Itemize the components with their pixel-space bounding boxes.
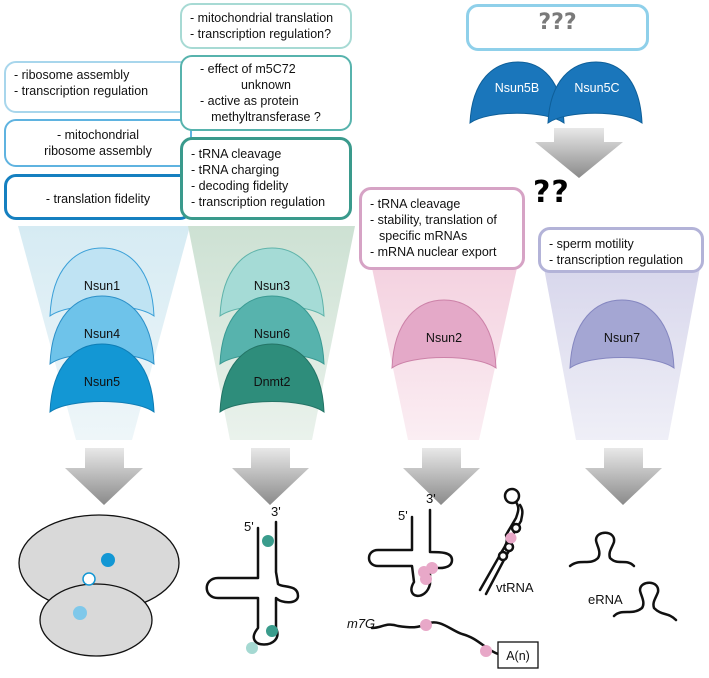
box-line: - stability, translation of: [370, 213, 497, 227]
modification-dot: [420, 619, 432, 631]
enzyme-label: Nsun1: [84, 279, 120, 293]
function-box-m5c72: - effect of m5C72 unknown - active as pr…: [180, 55, 352, 131]
arrow-down-icon: [403, 448, 480, 505]
box-line: - transcription regulation?: [190, 27, 332, 41]
function-box-nsun2: - tRNA cleavage - stability, translation…: [359, 187, 525, 270]
nsun5b-shape: [469, 61, 565, 125]
arrow-down-icon: [65, 448, 143, 505]
function-box-translation-fidelity: - translation fidelity: [4, 174, 192, 220]
enzyme-label: Nsun6: [254, 327, 290, 341]
box-line: - ribosome assembly: [14, 68, 130, 82]
unknown-function-text: ???: [538, 10, 577, 35]
box-line: - transcription regulation: [549, 253, 684, 267]
modification-dot: [73, 606, 87, 620]
trna-3prime-label: 3': [426, 491, 436, 506]
box-line: methyltransferase ?: [211, 110, 321, 124]
box-line: - active as protein: [200, 94, 299, 108]
enzyme-label: Nsun4: [84, 327, 120, 341]
vtrna-label: vtRNA: [496, 580, 534, 595]
unknown-function-box: ???: [466, 4, 649, 51]
box-line: - sperm motility: [549, 237, 634, 251]
box-line: - decoding fidelity: [191, 179, 289, 193]
trna-5prime-label: 5': [398, 508, 408, 523]
arrow-down-icon: [535, 128, 623, 178]
modification-dot: [420, 573, 432, 585]
modification-dot: [101, 553, 115, 567]
trna-3prime-label: 3': [271, 504, 281, 519]
box-line: - translation fidelity: [45, 192, 151, 206]
enzyme-label: Nsun5C: [574, 81, 619, 95]
mrna-cap-label: m7G: [347, 616, 375, 631]
modification-dot: [505, 532, 517, 544]
modification-dot: [82, 572, 96, 586]
dnmt2-shape: [219, 343, 325, 414]
function-box-trna-functions: - tRNA cleavage - tRNA charging - decodi…: [180, 137, 352, 220]
ribosome-illustration: [18, 514, 180, 657]
function-box-mito-translation: - mitochondrial translation - transcript…: [180, 3, 352, 49]
modification-dot: [266, 625, 278, 637]
trna-nsun2-illustration: [367, 508, 454, 597]
enzyme-label: Nsun5: [84, 375, 120, 389]
modification-dot: [480, 645, 492, 657]
box-line: - mRNA nuclear export: [370, 245, 497, 259]
erna-label: eRNA: [588, 592, 623, 607]
nsun7-shape: [569, 299, 675, 370]
function-box-mito-ribosome-assembly: - mitochondrial ribosome assembly: [4, 119, 192, 167]
enzyme-label: Dnmt2: [254, 375, 291, 389]
nsun5-shape: [49, 343, 155, 414]
unknown-marker: ??: [533, 175, 570, 210]
box-line: ribosome assembly: [44, 144, 152, 158]
box-line: - transcription regulation: [14, 84, 149, 98]
enzyme-label: Nsun3: [254, 279, 290, 293]
enzyme-label: Nsun2: [426, 331, 462, 345]
box-line: - effect of m5C72: [200, 62, 296, 76]
polya-box: [497, 641, 539, 669]
trna-illustration: [205, 520, 300, 646]
modification-dot: [262, 535, 274, 547]
box-line: - mitochondrial: [57, 128, 139, 142]
arrow-down-icon: [232, 448, 309, 505]
nsun2-shape: [391, 299, 497, 370]
enzyme-label: Nsun7: [604, 331, 640, 345]
box-line: - mitochondrial translation: [190, 11, 334, 25]
function-box-nsun7: - sperm motility - transcription regulat…: [538, 227, 704, 273]
enzyme-label: Nsun5B: [495, 81, 539, 95]
vtrna-illustration: [478, 487, 524, 596]
polya-label: A(n): [506, 649, 530, 663]
box-line: - tRNA cleavage: [191, 147, 282, 161]
box-line: specific mRNAs: [379, 229, 468, 243]
nsun5c-shape: [547, 61, 643, 125]
erna-illustration: [568, 531, 678, 622]
arrow-down-icon: [585, 448, 662, 505]
ribosome-small-subunit: [39, 583, 153, 657]
box-line: - tRNA charging: [191, 163, 280, 177]
modification-dot: [246, 642, 258, 654]
function-box-ribosome-assembly: - ribosome assembly - transcription regu…: [4, 61, 192, 113]
box-line: - tRNA cleavage: [370, 197, 461, 211]
box-line: - transcription regulation: [191, 195, 326, 209]
box-line: unknown: [240, 78, 292, 92]
modification-dot: [426, 562, 438, 574]
trna-5prime-label: 5': [244, 519, 254, 534]
